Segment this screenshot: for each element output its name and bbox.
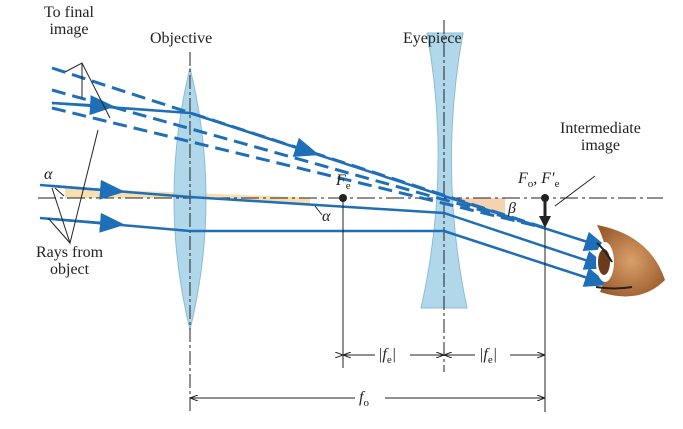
fe-dim-close: | <box>391 346 397 363</box>
fo-dimension: fo <box>359 389 369 412</box>
to-final-image-line1: To final <box>44 4 94 21</box>
fe-dim-text: |f <box>378 346 387 363</box>
fe-point <box>339 194 347 202</box>
dimension-lines <box>190 355 545 398</box>
fo-sub: o <box>527 178 534 191</box>
rays-line2: object <box>50 261 90 278</box>
fe-dimension-left: |fe| <box>378 346 396 369</box>
fe-label: Fe <box>336 172 351 195</box>
fe-dim-sub-2: e <box>487 354 493 367</box>
fe-letter: F <box>336 172 346 189</box>
fe-prime-letter: F′ <box>541 170 555 187</box>
alpha-label-right: α <box>322 208 331 225</box>
alpha-label-left: α <box>44 166 53 183</box>
eye-icon <box>595 225 665 297</box>
fe-dim-text-2: |f <box>479 346 488 363</box>
fo-dim-sub: o <box>363 397 369 410</box>
pointer-lines <box>47 62 596 412</box>
intermediate-line2: image <box>580 137 620 154</box>
rays <box>39 95 610 287</box>
fo-dim-text: f <box>359 389 364 406</box>
objective-label: Objective <box>150 30 213 47</box>
beta-label: β <box>508 200 516 217</box>
intermediate-line1: Intermediate <box>560 120 641 137</box>
fe-dimension-right: |fe| <box>479 346 497 369</box>
fe-dim-close-2: | <box>492 346 498 363</box>
fe-dim-sub: e <box>386 354 392 367</box>
eyepiece-label: Eyepiece <box>403 30 462 47</box>
fo-letter: F <box>518 170 528 187</box>
fe-prime-sub: e <box>554 178 560 191</box>
fo-fe-prime-label: Fo, F′e <box>518 170 560 191</box>
to-final-image-line2: image <box>49 21 89 38</box>
fe-sub: e <box>345 180 351 193</box>
rays-line1: Rays from <box>36 244 104 261</box>
